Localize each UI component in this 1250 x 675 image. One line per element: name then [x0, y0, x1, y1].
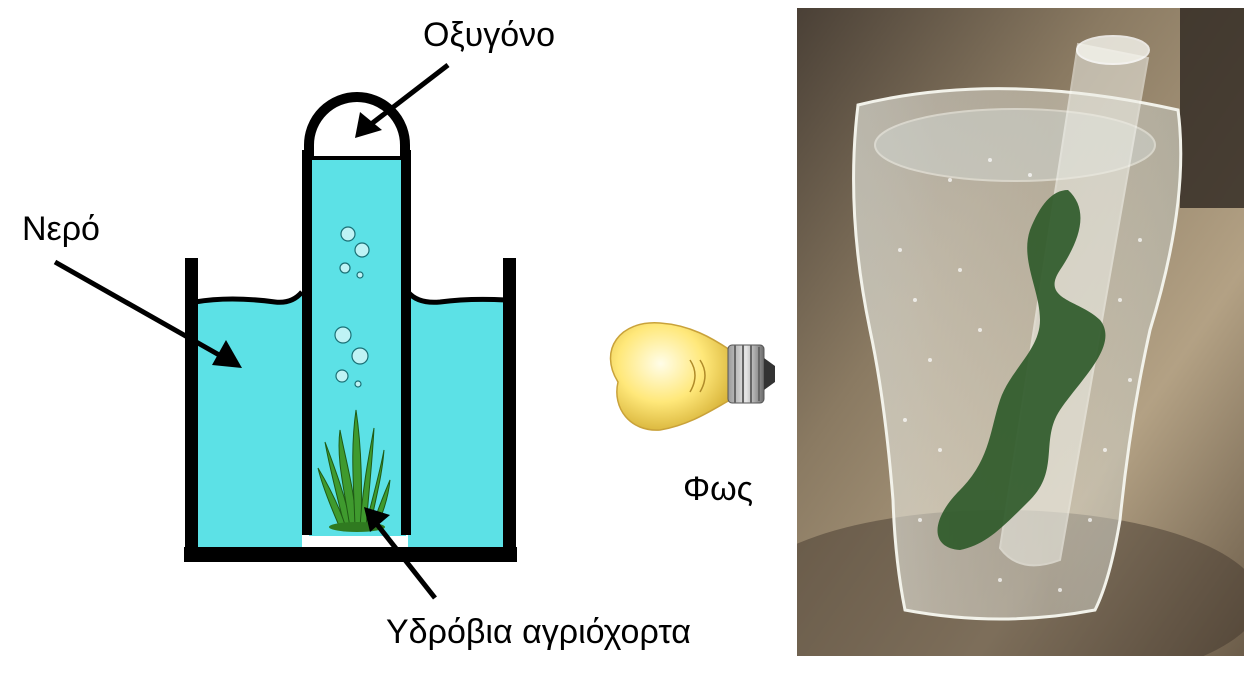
photo-glass-with-test-tube-and-waterweed [797, 8, 1244, 656]
beaker-water-right [408, 292, 506, 548]
water-surface [194, 290, 507, 305]
tube-left-wall [302, 150, 312, 535]
beaker-base [184, 547, 517, 562]
water-arrow [53, 259, 230, 363]
plant-arrow [370, 516, 437, 600]
beaker-right-wall [503, 258, 516, 558]
tube-right-wall [401, 150, 411, 535]
label-light: Φως [683, 470, 754, 508]
label-water: Νερό [22, 210, 100, 248]
tube-dome [304, 92, 410, 158]
label-oxygen: Οξυγόνο [423, 16, 556, 54]
oxygen-bubbles [334, 226, 370, 388]
beaker-left-wall [185, 258, 198, 558]
label-waterweed: Υδρόβια αγριόχορτα [386, 613, 691, 651]
arrows [53, 63, 450, 600]
beaker-water-left [195, 292, 302, 548]
oxygen-arrow [364, 63, 450, 130]
light-bulb-icon [609, 322, 775, 431]
